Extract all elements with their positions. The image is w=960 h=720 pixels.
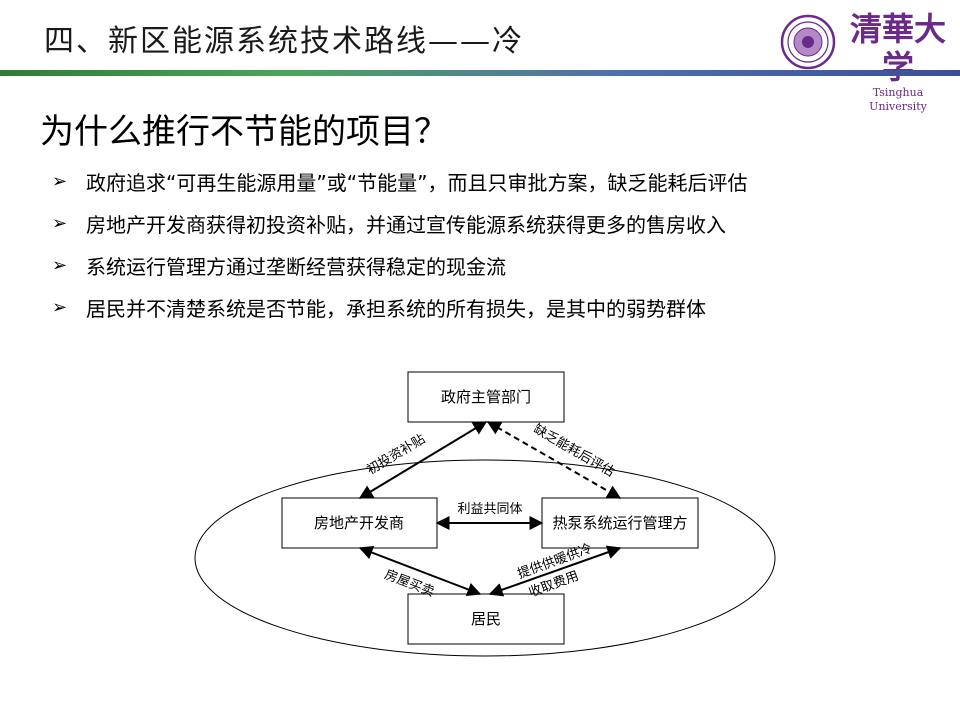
node-government: 政府主管部门 [407,371,565,423]
edge-subsidy-label: 初投资补贴 [364,431,428,478]
node-residents-label: 居民 [471,610,501,628]
bullet-item: ➢ 系统运行管理方通过垄断经营获得稳定的现金流 [52,244,747,286]
arrow-bullet-icon: ➢ [52,212,68,234]
edge-subsidy-arrow [358,421,488,499]
node-developer: 房地产开发商 [281,497,438,549]
bullet-list: ➢ 政府追求“可再生能源用量”或“节能量”，而且只审批方案，缺乏能耗后评估 ➢ … [52,160,747,328]
edge-no-evaluation-label: 缺乏能耗后评估 [531,422,617,480]
edge-housing-trade-arrow [358,545,482,597]
arrow-bullet-icon: ➢ [52,296,68,318]
bullet-text: 房地产开发商获得初投资补贴，并通过宣传能源系统获得更多的售房收入 [86,212,726,237]
logo-english: Tsinghua University [869,86,927,113]
node-residents: 居民 [407,593,565,645]
node-operator-label: 热泵系统运行管理方 [552,514,687,532]
bullet-item: ➢ 居民并不清楚系统是否节能，承担系统的所有损失，是其中的弱势群体 [52,286,747,328]
tsinghua-logo: 清華大学 Tsinghua University [846,10,950,114]
bullet-item: ➢ 政府追求“可再生能源用量”或“节能量”，而且只审批方案，缺乏能耗后评估 [52,160,747,202]
node-government-label: 政府主管部门 [441,388,531,406]
node-developer-label: 房地产开发商 [314,514,404,532]
logo-chinese: 清華大学 [849,10,946,86]
bullet-text: 居民并不清楚系统是否节能，承担系统的所有损失，是其中的弱势群体 [86,296,706,321]
edge-supply-arrow [488,545,622,597]
header-divider [0,70,960,76]
section-question: 为什么推行不节能的项目？ [40,112,448,152]
tsinghua-seal-icon [780,14,836,70]
stakeholder-diagram: 政府主管部门 房地产开发商 热泵系统运行管理方 居民 初投资补贴 缺乏能耗后评估… [194,371,776,657]
slide-title: 四、新区能源系统技术路线——冷 [44,24,524,59]
bullet-text: 系统运行管理方通过垄断经营获得稳定的现金流 [86,254,506,279]
bullet-item: ➢ 房地产开发商获得初投资补贴，并通过宣传能源系统获得更多的售房收入 [52,202,747,244]
bullet-text: 政府追求“可再生能源用量”或“节能量”，而且只审批方案，缺乏能耗后评估 [86,170,748,195]
node-operator: 热泵系统运行管理方 [541,497,699,549]
edge-shared-interest-label: 利益共同体 [457,502,522,517]
arrow-bullet-icon: ➢ [52,170,68,192]
arrow-bullet-icon: ➢ [52,254,68,276]
edge-no-evaluation-arrow [486,421,622,499]
